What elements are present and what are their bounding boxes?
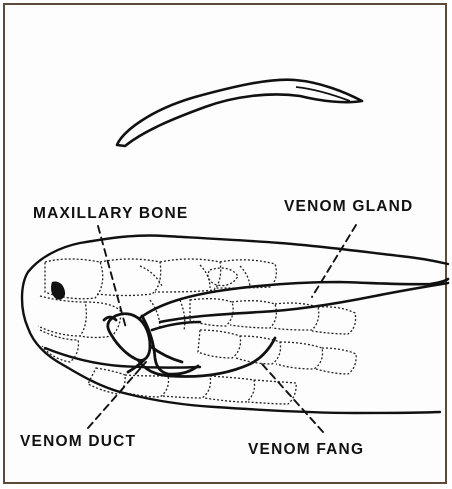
detached-fang-drawing [117, 80, 362, 146]
maxillary-bone-label: MAXILLARY BONE [33, 205, 188, 223]
venom-gland-pointer [312, 225, 356, 297]
venom-gland [140, 279, 448, 330]
head-scales [38, 259, 356, 404]
eye-nostril [51, 281, 65, 299]
venom-fang-label: VENOM FANG [248, 441, 364, 459]
venom-duct-label: VENOM DUCT [20, 433, 136, 451]
venom-gland-label: VENOM GLAND [284, 198, 413, 216]
head-outline [22, 235, 448, 413]
maxillary-bone-pointer [98, 226, 126, 328]
